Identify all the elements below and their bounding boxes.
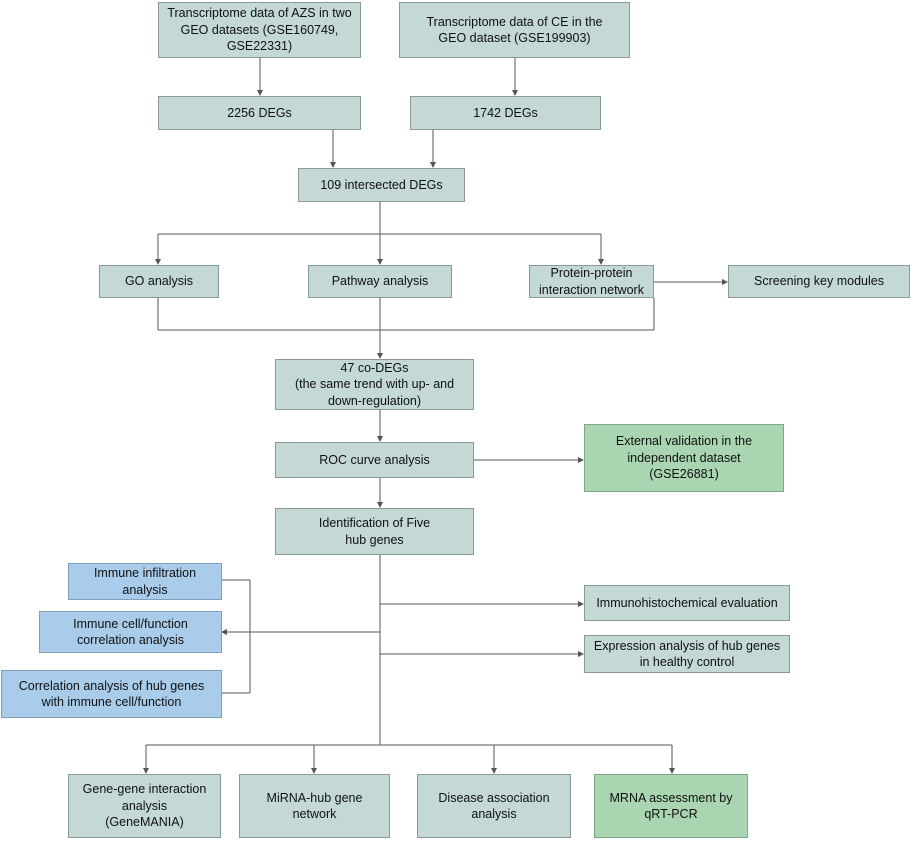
node-ce-data: Transcriptome data of CE in the GEO data… xyxy=(399,2,630,58)
node-codegs: 47 co-DEGs (the same trend with up- and … xyxy=(275,359,474,410)
node-pathway: Pathway analysis xyxy=(308,265,452,298)
node-hub-genes: Identification of Five hub genes xyxy=(275,508,474,555)
node-genemania: Gene-gene interaction analysis (GeneMANI… xyxy=(68,774,221,838)
node-immune-cell-correlation-label: Immune cell/function correlation analysi… xyxy=(73,616,188,648)
node-mrna-qrtpcr-label: MRNA assessment by qRT-PCR xyxy=(609,790,733,822)
node-external-validation-label: External validation in the independent d… xyxy=(615,434,753,482)
node-degs-1742: 1742 DEGs xyxy=(410,96,601,130)
node-ppi-label: Protein-protein interaction network xyxy=(539,266,644,297)
node-degs-2256: 2256 DEGs xyxy=(158,96,361,130)
node-degs-1742-label: 1742 DEGs xyxy=(473,105,538,120)
node-roc-label: ROC curve analysis xyxy=(319,452,430,467)
node-intersected: 109 intersected DEGs xyxy=(298,168,465,202)
node-mrna-qrtpcr: MRNA assessment by qRT-PCR xyxy=(594,774,748,838)
node-expression-label: Expression analysis of hub genes in heal… xyxy=(593,638,781,670)
node-ihc-label: Immunohistochemical evaluation xyxy=(596,595,778,610)
node-correlation-hub-immune: Correlation analysis of hub genes with i… xyxy=(1,670,222,718)
node-ce-data-label: Transcriptome data of CE in the GEO data… xyxy=(426,14,603,46)
node-pathway-label: Pathway analysis xyxy=(331,274,429,289)
node-go-label: GO analysis xyxy=(124,274,194,289)
node-hub-genes-label: Identification of Five hub genes xyxy=(318,516,431,547)
node-immune-cell-correlation: Immune cell/function correlation analysi… xyxy=(39,611,222,653)
node-ihc: Immunohistochemical evaluation xyxy=(584,585,790,621)
node-genemania-label: Gene-gene interaction analysis (GeneMANI… xyxy=(82,782,207,830)
node-mirna-label: MiRNA-hub gene network xyxy=(266,790,363,822)
node-screening: Screening key modules xyxy=(728,265,910,298)
node-intersected-label: 109 intersected DEGs xyxy=(320,177,443,192)
node-immune-infiltration-label: Immune infiltration analysis xyxy=(93,566,197,597)
node-codegs-label: 47 co-DEGs (the same trend with up- and … xyxy=(294,360,455,408)
node-go: GO analysis xyxy=(99,265,219,298)
node-azs-data: Transcriptome data of AZS in two GEO dat… xyxy=(158,2,361,58)
node-degs-2256-label: 2256 DEGs xyxy=(227,105,292,120)
node-azs-data-label: Transcriptome data of AZS in two GEO dat… xyxy=(167,6,352,54)
node-ppi: Protein-protein interaction network xyxy=(529,265,654,298)
node-roc: ROC curve analysis xyxy=(275,442,474,478)
node-expression: Expression analysis of hub genes in heal… xyxy=(584,635,790,673)
node-mirna: MiRNA-hub gene network xyxy=(239,774,390,838)
node-screening-label: Screening key modules xyxy=(754,274,884,289)
node-disease: Disease association analysis xyxy=(417,774,571,838)
node-correlation-hub-immune-label: Correlation analysis of hub genes with i… xyxy=(18,678,205,710)
node-disease-label: Disease association analysis xyxy=(438,790,550,822)
node-external-validation: External validation in the independent d… xyxy=(584,424,784,492)
node-immune-infiltration: Immune infiltration analysis xyxy=(68,563,222,600)
